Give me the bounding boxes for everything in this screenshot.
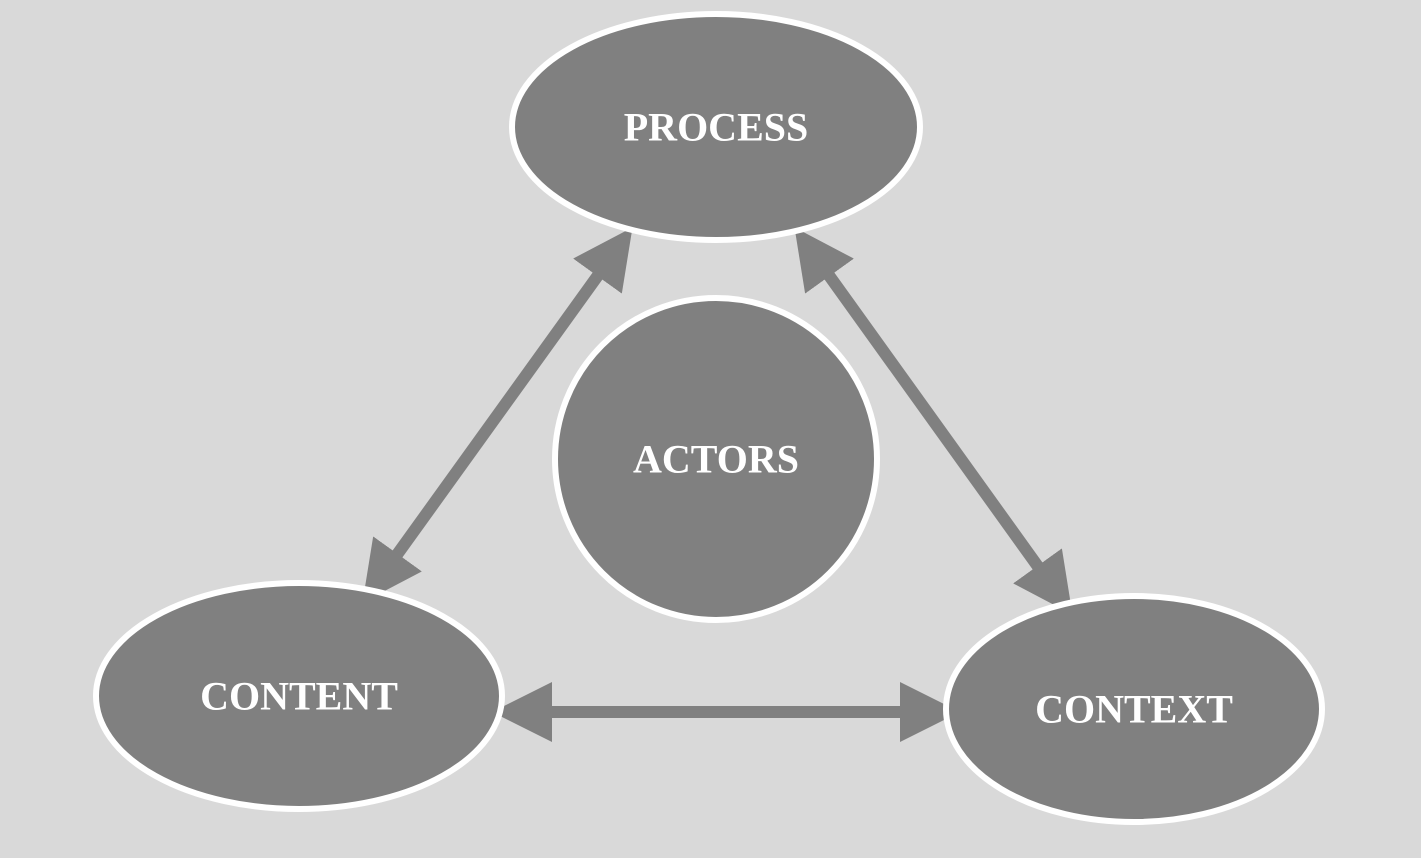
node-process: PROCESS xyxy=(509,11,923,243)
node-content: CONTENT xyxy=(93,580,505,812)
node-actors-shape xyxy=(552,295,880,623)
node-actors-label: ACTORS xyxy=(633,437,799,482)
node-actors: ACTORS xyxy=(552,295,880,623)
connector-process-context xyxy=(794,227,1073,615)
node-content-shape xyxy=(93,580,505,812)
node-process-shape xyxy=(509,11,923,243)
connector-process-content xyxy=(362,227,633,603)
node-process-label: PROCESS xyxy=(624,105,809,150)
node-context-label: CONTEXT xyxy=(1035,687,1233,732)
node-content-label: CONTENT xyxy=(200,674,398,719)
node-context: CONTEXT xyxy=(943,593,1325,825)
node-context-shape xyxy=(943,593,1325,825)
